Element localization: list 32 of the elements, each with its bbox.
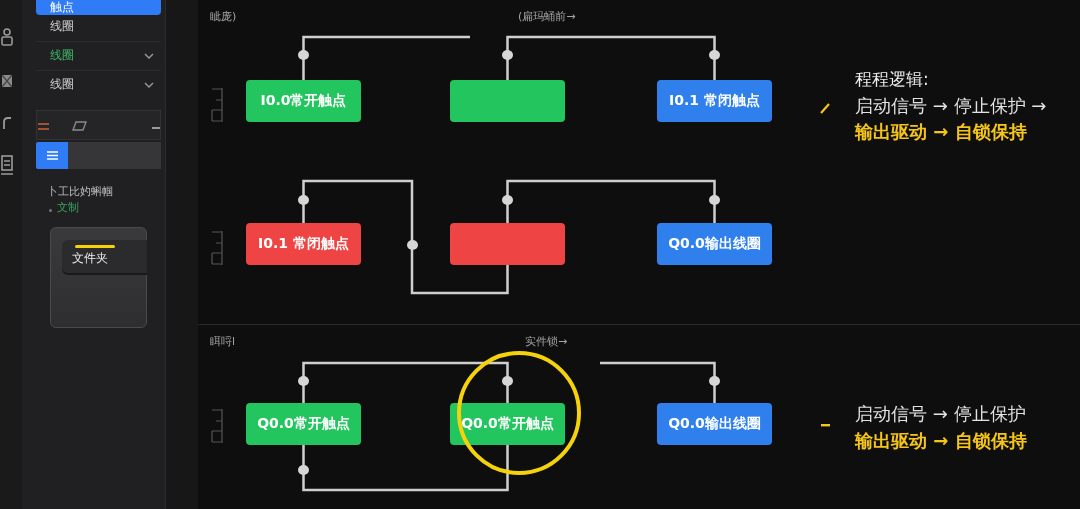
wire [302,35,470,80]
sidebar-button: 触点 [36,0,161,15]
note-text: 输出驱动 → 自锁保持 [855,431,1027,452]
folder-tab [62,240,147,273]
note-text: 启动信号 → 停止保护 [855,404,1026,425]
section-label: 眦庞) [210,11,237,24]
section-label: 实件锁→ [525,336,568,349]
instruction-box: Q0.0常开触点 [246,403,361,445]
instruction-box: I0.1 常闭触点 [246,223,361,265]
folder-label: 文件夹 [72,252,108,266]
menu-label: 线圈 [50,49,74,63]
menu-label: 线圈 [50,78,74,92]
wire [600,361,716,403]
wire [506,35,716,80]
instruction-box: Q0.0常开触点 [450,403,565,445]
instruction-box: I0.0常开触点 [246,80,361,122]
wire [506,179,716,223]
wire [302,179,509,295]
wire [302,361,509,403]
note-heading: 程程逻辑: [855,70,929,90]
instruction-box: Q0.0输出线圈 [657,223,772,265]
note-text: 输出驱动 → 自锁保持 [855,122,1027,143]
instruction-box: I0.1 常闭触点 [657,80,772,122]
instruction-box [450,80,565,122]
section-label: (扁玛蛹前→ [518,11,576,24]
note-text: 启动信号 → 停止保护 → [855,96,1047,117]
instruction-box: Q0.0输出线圈 [657,403,772,445]
section-label: 眲哷l [210,336,236,349]
status-label: 文制 [57,202,79,215]
wire [302,445,509,492]
instruction-box [450,223,565,265]
section-label: 卜工比妁蝌帼 [47,186,113,199]
